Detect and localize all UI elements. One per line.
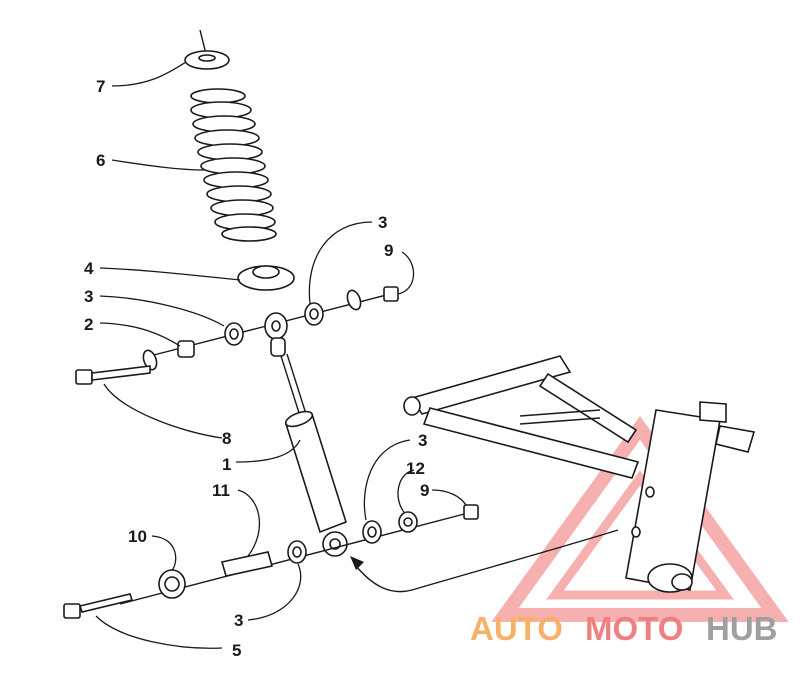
callout-9-upper: 9 — [384, 241, 393, 260]
callout-9-lower: 9 — [420, 481, 429, 500]
bolt-lower — [63, 593, 134, 619]
washer-upper-left — [142, 349, 158, 371]
spring-seat-lower — [237, 265, 295, 291]
callout-12: 12 — [406, 459, 425, 478]
shock-absorber — [280, 353, 347, 534]
bushing-lower-left — [287, 540, 307, 564]
callout-7: 7 — [96, 77, 105, 96]
washer-upper-right — [346, 289, 362, 311]
watermark-part-moto: MOTO — [585, 610, 683, 647]
spacer-lower — [398, 511, 418, 533]
spacer-upper — [177, 340, 195, 358]
bushing-lower-large — [158, 569, 186, 599]
shock-upper-eye — [264, 312, 288, 357]
sleeve-lower — [220, 551, 274, 577]
callout-3-upper-right: 3 — [378, 213, 387, 232]
nut-lower — [463, 504, 479, 520]
watermark-wordmark: AUTO MOTO HUB — [470, 610, 778, 647]
coil-spring — [190, 88, 277, 242]
callout-4: 4 — [84, 259, 94, 278]
callout-8: 8 — [222, 429, 231, 448]
callout-3-lower-left: 3 — [234, 611, 243, 630]
callout-10: 10 — [128, 527, 147, 546]
callout-1: 1 — [222, 455, 231, 474]
watermark-part-auto: AUTO — [470, 610, 563, 647]
leader-lines — [95, 61, 467, 649]
bushing-upper-right — [304, 302, 324, 326]
watermark-part-hub: HUB — [706, 610, 778, 647]
callout-3-lower-right: 3 — [418, 431, 427, 450]
nut-upper — [383, 286, 399, 302]
callout-5: 5 — [232, 641, 241, 660]
bushing-upper-left — [224, 322, 244, 346]
callout-6: 6 — [96, 151, 105, 170]
callout-labels: 7 6 4 3 2 3 9 8 1 11 3 12 9 10 3 5 — [84, 77, 429, 660]
callout-11: 11 — [212, 481, 230, 500]
callout-2: 2 — [84, 315, 93, 334]
bushing-lower-right — [362, 520, 382, 544]
bolt-upper — [75, 365, 151, 385]
spring-retainer-top — [184, 29, 230, 70]
assembly-arrow-icon — [350, 529, 619, 593]
callout-3-upper-left: 3 — [84, 287, 93, 306]
shock-lower-eye — [322, 531, 348, 557]
a-arm-frame — [403, 355, 756, 593]
